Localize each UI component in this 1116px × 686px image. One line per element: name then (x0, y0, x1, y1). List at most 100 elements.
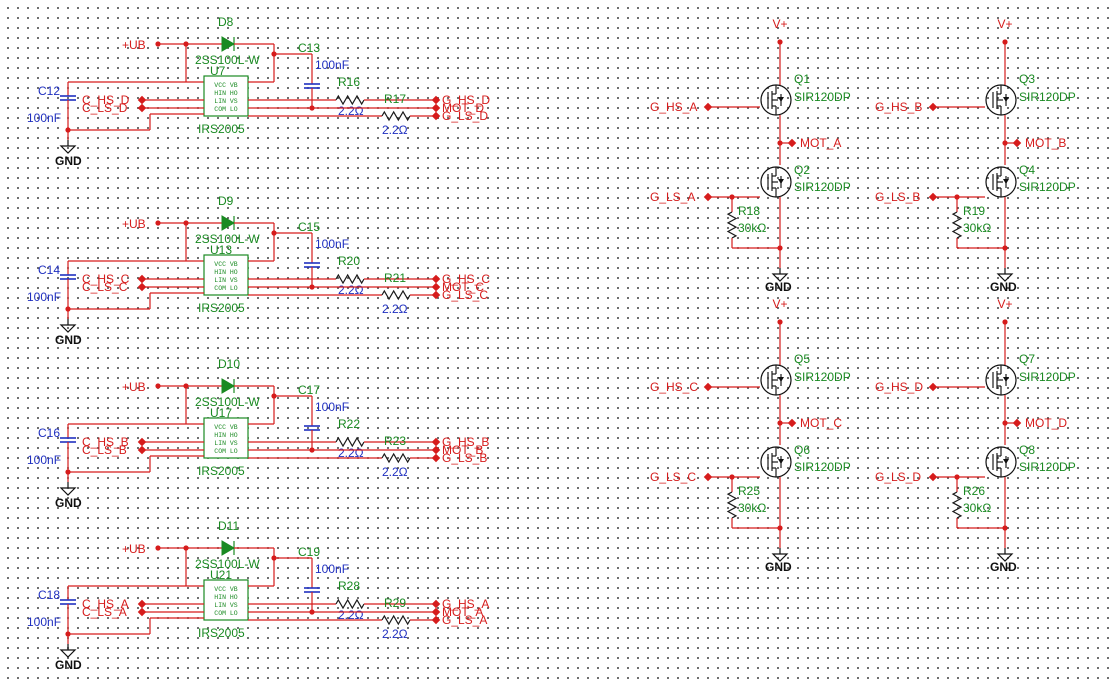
diode-icon (221, 215, 235, 231)
motor-net-label: MOT_A (800, 136, 841, 150)
net-port-icon (431, 274, 441, 284)
ic-ref: U13 (210, 243, 232, 257)
output-net-label: MOT_A (442, 605, 483, 619)
output-net-label: MOT_D (442, 101, 484, 115)
ic-value: IRS2005 (198, 464, 245, 478)
resistor-zigzag-icon (726, 491, 738, 519)
ic-pin-label: VCC VB (214, 261, 238, 268)
resistor-zigzag-icon (726, 211, 738, 239)
gate-resistor (381, 289, 411, 301)
bootstrap-capacitor-icon (304, 83, 320, 89)
gate-resistor (335, 436, 365, 448)
capacitor-value: 100nF (315, 237, 349, 251)
ic-pin-label: COM LO (214, 106, 238, 113)
ground-symbol-icon (996, 268, 1014, 282)
ic-ref: U7 (210, 64, 226, 78)
ground-triangle (59, 649, 77, 658)
ic-ref: U17 (210, 406, 232, 420)
ground-symbol-icon (59, 644, 77, 658)
half-bridge: V+Q5SIR120DPG_HS_CMOT_CQ6SIR120DPG_LS_CR… (650, 297, 851, 574)
capacitor-ref: C12 (38, 84, 60, 98)
pulldown-resistor (951, 491, 963, 519)
body-diode (778, 179, 784, 184)
mosfet-ref: Q4 (1019, 163, 1035, 177)
capacitor-value: 100nF (27, 453, 61, 467)
ic-pin-label: VCC VB (214, 82, 238, 89)
input-net-label: C_HS_B (82, 435, 129, 449)
net-port-icon (787, 138, 797, 148)
mosfet-ref: Q8 (1019, 443, 1035, 457)
resistor-ref: R18 (738, 204, 760, 218)
mosfet-ref: Q3 (1019, 72, 1035, 86)
output-net-label: G_LS_B (442, 451, 487, 465)
junction-dot (271, 555, 277, 561)
junction-dot (271, 51, 277, 57)
resistor-ref: R23 (384, 434, 406, 448)
mosfet-value: SIR120DP (794, 180, 851, 194)
net-port-icon (431, 453, 441, 463)
mosfet-icon (985, 166, 1017, 198)
net-port-icon (787, 418, 797, 428)
mosfet-value: SIR120DP (1019, 180, 1076, 194)
bootstrap-capacitor-icon (304, 587, 320, 593)
resistor-ref: R16 (338, 75, 360, 89)
gate-net-label: G_HS_A (650, 100, 697, 114)
resistor-value: 30kΩ (738, 501, 766, 515)
gate-resistor (381, 110, 411, 122)
half-bridge: V+Q3SIR120DPG_HS_BMOT_BQ4SIR120DPG_LS_BR… (875, 17, 1076, 294)
ground-label: GND (765, 280, 792, 294)
resistor-ref: R29 (384, 596, 406, 610)
ic-value: IRS2005 (198, 626, 245, 640)
diode-value: 2SS100L-W (195, 557, 260, 571)
mosfet-ref: Q7 (1019, 352, 1035, 366)
motor-net-label: MOT_C (800, 416, 842, 430)
mosfet-ref: Q2 (794, 163, 810, 177)
junction-dot (271, 230, 277, 236)
junction-dot (777, 525, 783, 531)
ic-pin-label: LIN VS (214, 440, 238, 447)
output-net-label: G_LS_D (442, 109, 488, 123)
junction-dot (65, 306, 71, 312)
mosfet-value: SIR120DP (794, 90, 851, 104)
ground-symbol-icon (59, 140, 77, 154)
supply-label: V+ (997, 297, 1012, 311)
resistor-zigzag-icon (335, 436, 365, 448)
output-net-label: G_HS_A (442, 597, 489, 611)
gate-net-label: G_LS_A (650, 190, 695, 204)
resistor-zigzag-icon (381, 110, 411, 122)
pulldown-resistor (726, 491, 738, 519)
ground-symbol-icon (771, 548, 789, 562)
half-bridge: V+Q1SIR120DPG_HS_AMOT_AQ2SIR120DPG_LS_AR… (650, 17, 851, 294)
capacitor-ref: C15 (298, 220, 320, 234)
junction-dot (271, 393, 277, 399)
diode-icon (221, 36, 235, 52)
diode-value: 2SS100L-W (195, 232, 260, 246)
resistor-zigzag-icon (335, 273, 365, 285)
diode-icon (221, 378, 235, 394)
ic-pin-label: VCC VB (214, 586, 238, 593)
mosfet-icon (985, 446, 1017, 478)
input-net-label: C_LS_C (82, 280, 128, 294)
diode-value: 2SS100L-W (195, 53, 260, 67)
capacitor-value: 100nF (27, 290, 61, 304)
net-port-icon (1012, 138, 1022, 148)
net-port-icon (431, 599, 441, 609)
mosfet-value: SIR120DP (794, 460, 851, 474)
capacitor-value: 100nF (315, 562, 349, 576)
ground-label: GND (55, 496, 82, 510)
gate-resistor (381, 452, 411, 464)
ground-symbol-icon (59, 482, 77, 496)
resistor-value: 30kΩ (963, 221, 991, 235)
resistor-value: 2.2Ω (382, 465, 408, 479)
motor-net-label: MOT_D (1025, 416, 1067, 430)
gate-resistor (335, 598, 365, 610)
net-port-icon (1012, 418, 1022, 428)
net-port-icon (431, 437, 441, 447)
supply-label: V+ (772, 17, 787, 31)
ground-label: GND (55, 333, 82, 347)
mosfet-ref: Q5 (794, 352, 810, 366)
ic-ref: U21 (210, 568, 232, 582)
resistor-ref: R20 (338, 254, 360, 268)
